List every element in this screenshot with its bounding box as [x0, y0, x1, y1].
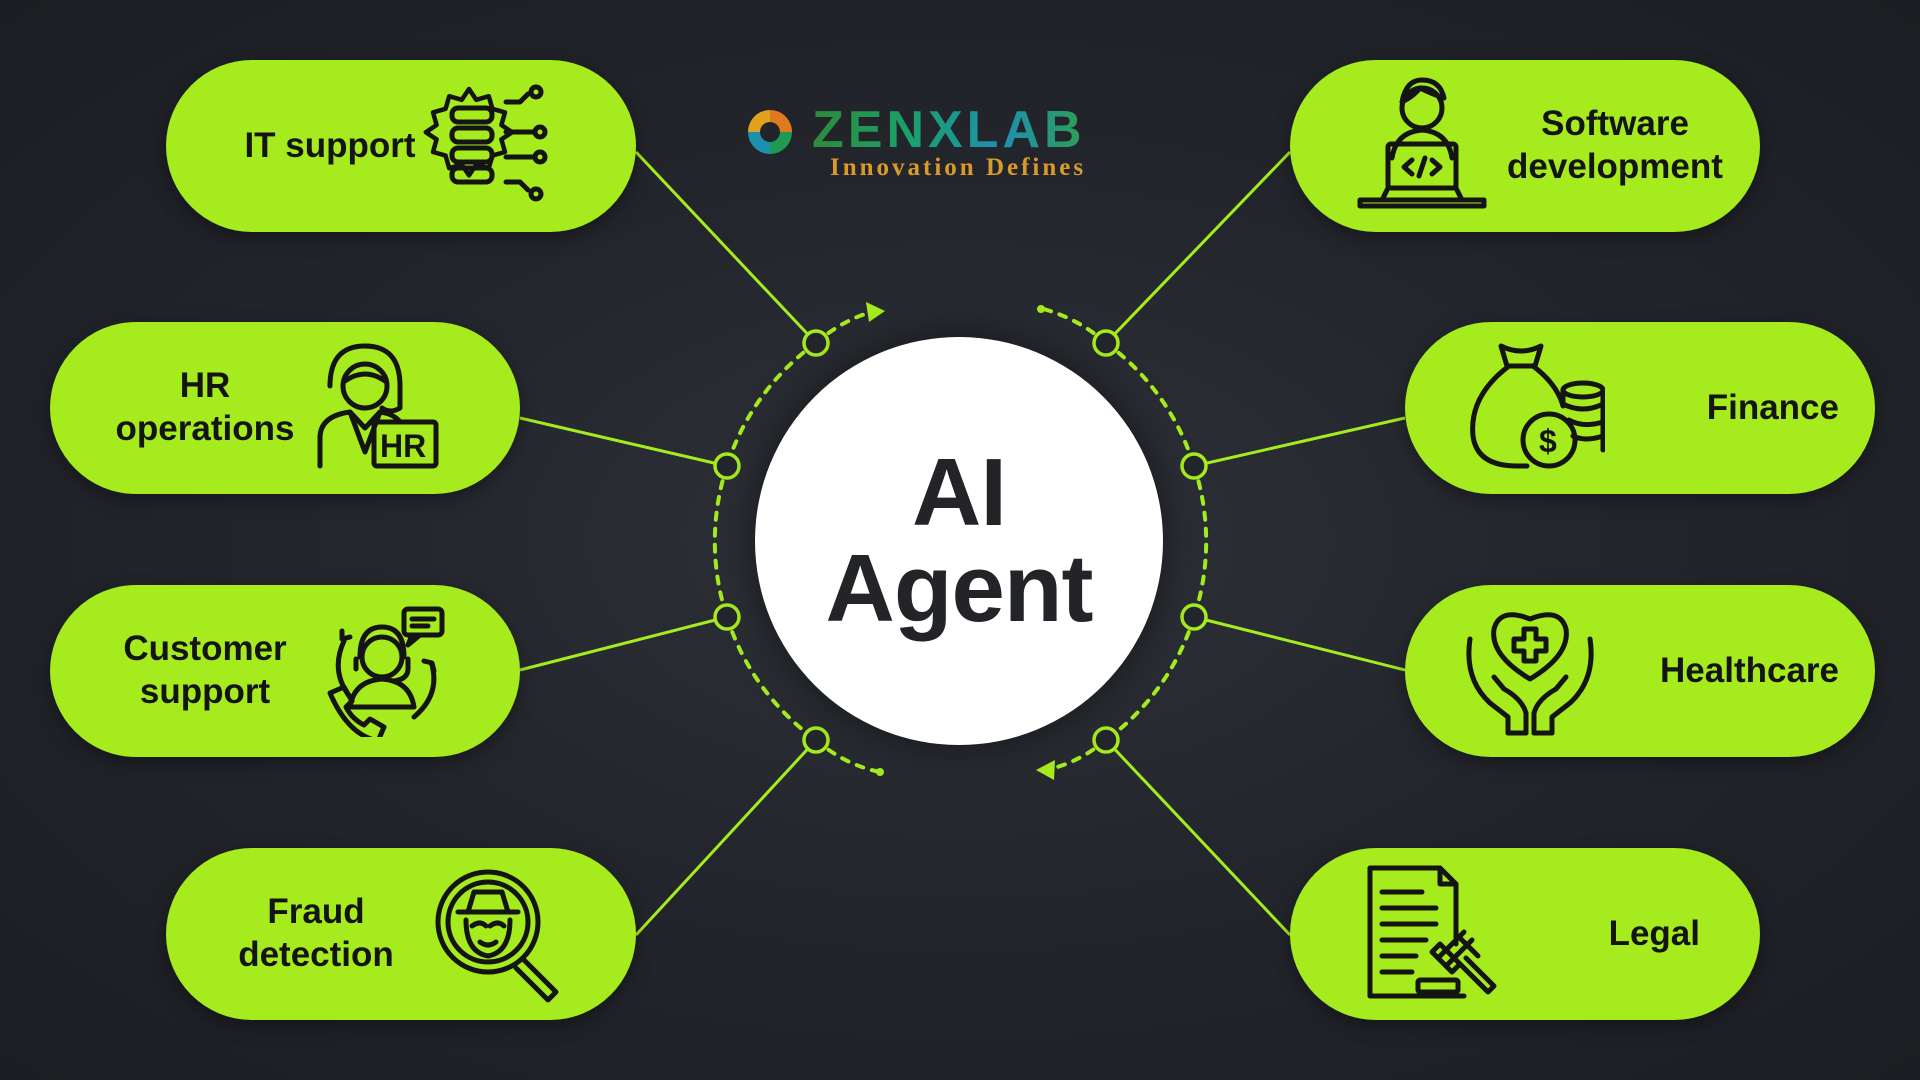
- connector-it-support: [634, 150, 818, 345]
- ring-arc-left-mid: [712, 464, 729, 619]
- hr-person-icon: HR: [300, 336, 440, 476]
- node-software-development: Software development: [1290, 60, 1760, 232]
- arc-dot-bottom-left: [876, 768, 884, 776]
- node-label: Healthcare: [1660, 650, 1839, 690]
- node-label: Customer support: [123, 629, 287, 711]
- heart-hands-icon: [1460, 599, 1600, 739]
- arrow-head-bottom: [1036, 760, 1055, 780]
- svg-text:$: $: [1539, 423, 1557, 459]
- junction-customer-support: [713, 603, 741, 631]
- connector-fraud-detection: [634, 738, 818, 937]
- node-hr-operations: HR operations HR: [50, 322, 520, 494]
- customer-support-icon: [320, 597, 460, 744]
- connector-software-development: [1104, 150, 1292, 345]
- center-label: AI Agent: [825, 439, 1094, 642]
- junction-fraud-detection: [802, 726, 830, 754]
- connector-hr-operations: [519, 416, 728, 468]
- logo-name: ZENXLAB: [812, 101, 1086, 159]
- arrow-head-top: [866, 302, 885, 322]
- node-finance: $ Finance: [1405, 322, 1875, 494]
- money-bag-icon: $: [1465, 336, 1606, 476]
- ring-arc-right-top: [1104, 341, 1196, 468]
- ring-arc-left: [725, 341, 818, 468]
- server-gear-icon: [416, 72, 556, 212]
- connector-healthcare: [1193, 615, 1406, 672]
- node-label: HR operations: [115, 366, 295, 448]
- connector-finance: [1193, 416, 1406, 468]
- connector-legal: [1104, 738, 1292, 937]
- node-label: Legal: [1608, 913, 1700, 953]
- junction-hr-operations: [713, 452, 741, 480]
- junction-finance: [1180, 452, 1208, 480]
- arc-dot-top-right: [1037, 305, 1045, 313]
- node-label: Fraud detection: [238, 892, 394, 974]
- connector-customer-support: [519, 615, 728, 672]
- svg-text:HR: HR: [380, 428, 426, 464]
- node-label: Software development: [1507, 104, 1723, 186]
- zenxlab-mark-icon: [748, 110, 792, 154]
- ring-arc-right-bottom: [1104, 615, 1196, 742]
- junction-healthcare: [1180, 603, 1208, 631]
- logo-tagline: Innovation Defines: [830, 154, 1087, 181]
- spy-magnifier-icon: [428, 864, 568, 1004]
- logo: ZENXLAB Innovation Defines: [744, 102, 1154, 192]
- node-label: IT support: [244, 125, 416, 165]
- developer-laptop-icon: [1352, 72, 1492, 212]
- junction-it-support: [802, 329, 830, 357]
- ring-arc-left-bottom: [725, 615, 818, 742]
- junction-legal: [1092, 726, 1120, 754]
- node-legal: Legal: [1290, 848, 1760, 1020]
- node-label: Finance: [1706, 387, 1839, 427]
- center-node: AI Agent: [755, 337, 1163, 745]
- node-fraud-detection: Fraud detection: [166, 848, 636, 1020]
- document-gavel-icon: [1362, 862, 1502, 1002]
- node-healthcare: Healthcare: [1405, 585, 1875, 757]
- node-it-support: IT support: [166, 60, 636, 232]
- junction-software-development: [1092, 329, 1120, 357]
- ring-arc-right-mid: [1192, 464, 1209, 619]
- node-customer-support: Customer support: [50, 585, 520, 757]
